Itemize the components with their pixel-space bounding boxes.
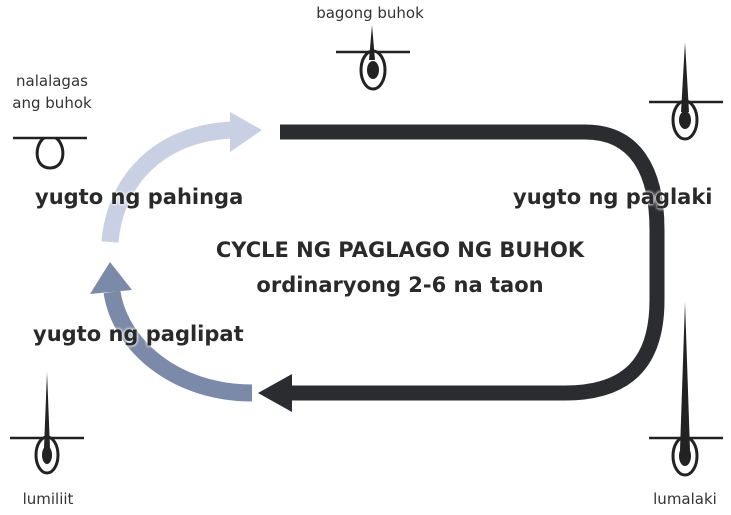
transition-arrowhead — [90, 262, 132, 294]
new-hair-icon — [336, 25, 410, 91]
growth-arrow — [280, 124, 665, 401]
rest-arrow — [101, 121, 233, 243]
falling-hair-label-line2: ang buhok — [12, 94, 92, 112]
cycle-title: CYCLE NG PAGLAGO NG BUHOK — [215, 238, 585, 262]
growth-phase-label: yugto ng paglaki — [513, 185, 713, 209]
growing-hair-icon-bottom — [649, 302, 723, 477]
falling-hair-label-line1: nalalagas — [16, 72, 88, 90]
cycle-subtitle: ordinaryong 2-6 na taon — [256, 273, 544, 297]
shrinking-hair-icon — [10, 372, 84, 475]
growth-arrowhead — [258, 374, 292, 412]
falling-hair-icon — [13, 136, 87, 170]
transition-phase-label: yugto ng paglipat — [33, 322, 244, 346]
rest-arrowhead — [230, 112, 262, 152]
shrinking-hair-label: lumiliit — [22, 490, 74, 508]
growing-hair-label: lumalaki — [653, 490, 717, 508]
falling-hair-label: nalalagas ang buhok — [0, 70, 104, 114]
transition-arrow — [103, 290, 253, 402]
rest-phase-label: yugto ng pahinga — [35, 185, 244, 209]
growing-hair-icon-top — [649, 42, 723, 141]
new-hair-label: bagong buhok — [316, 4, 424, 22]
